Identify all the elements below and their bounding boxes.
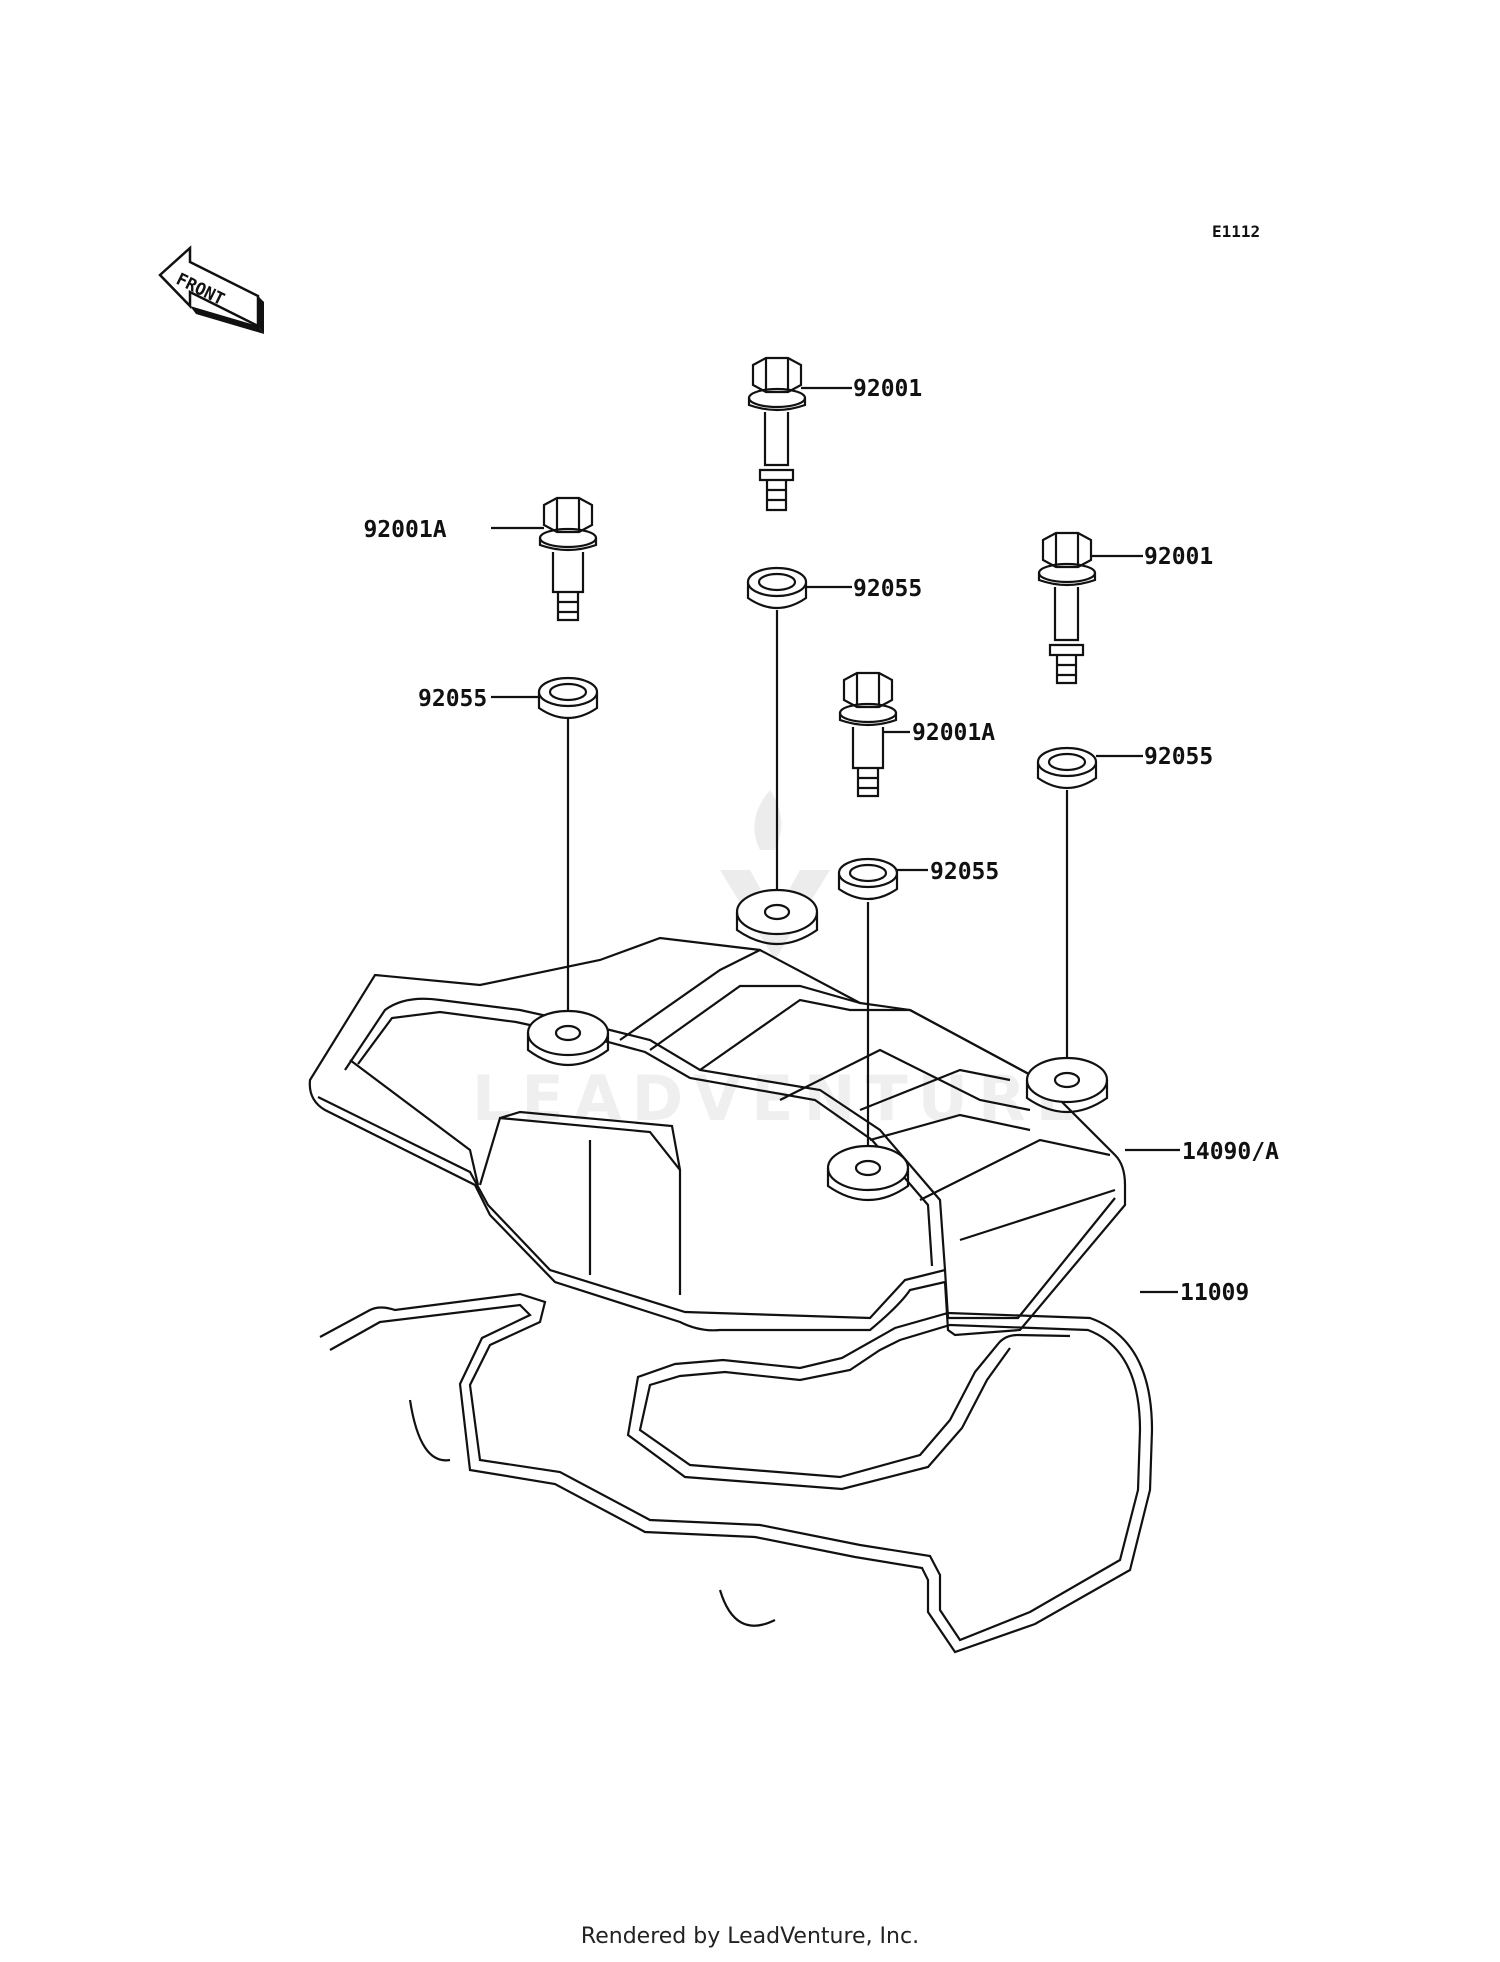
cylinder-head-cover-14090	[308, 888, 1127, 1337]
label-washer-92055-left: 92055	[418, 686, 487, 712]
footer-credit: Rendered by LeadVenture, Inc.	[580, 1924, 920, 1949]
label-cover-14090: 14090/A	[1182, 1139, 1279, 1165]
washer-92055-right	[1036, 746, 1098, 789]
label-bolt-92001-top: 92001	[853, 376, 922, 402]
washer-92055-top	[746, 566, 808, 609]
bolt-92001A-left	[538, 496, 598, 622]
label-gasket-11009: 11009	[1180, 1280, 1249, 1306]
callout-lines	[491, 386, 1180, 1294]
label-bolt-92001-right: 92001	[1144, 544, 1213, 570]
label-bolt-92001A-left: 92001A	[363, 517, 446, 543]
washer-92055-left	[537, 676, 599, 719]
bolt-92001A-mid	[838, 671, 898, 798]
label-washer-92055-right: 92055	[1144, 744, 1213, 770]
leader-lines	[566, 610, 1069, 1168]
washer-92055-mid	[837, 857, 899, 900]
bolt-92001-top	[747, 356, 807, 512]
label-washer-92055-mid: 92055	[930, 859, 999, 885]
label-bolt-92001A-mid: 92001A	[912, 720, 995, 746]
label-washer-92055-top: 92055	[853, 576, 922, 602]
diagram-code: E1112	[1212, 222, 1260, 241]
bolt-92001-right	[1037, 531, 1097, 685]
gasket-11009	[319, 1292, 1154, 1654]
front-arrow-icon: FRONT	[158, 245, 264, 334]
